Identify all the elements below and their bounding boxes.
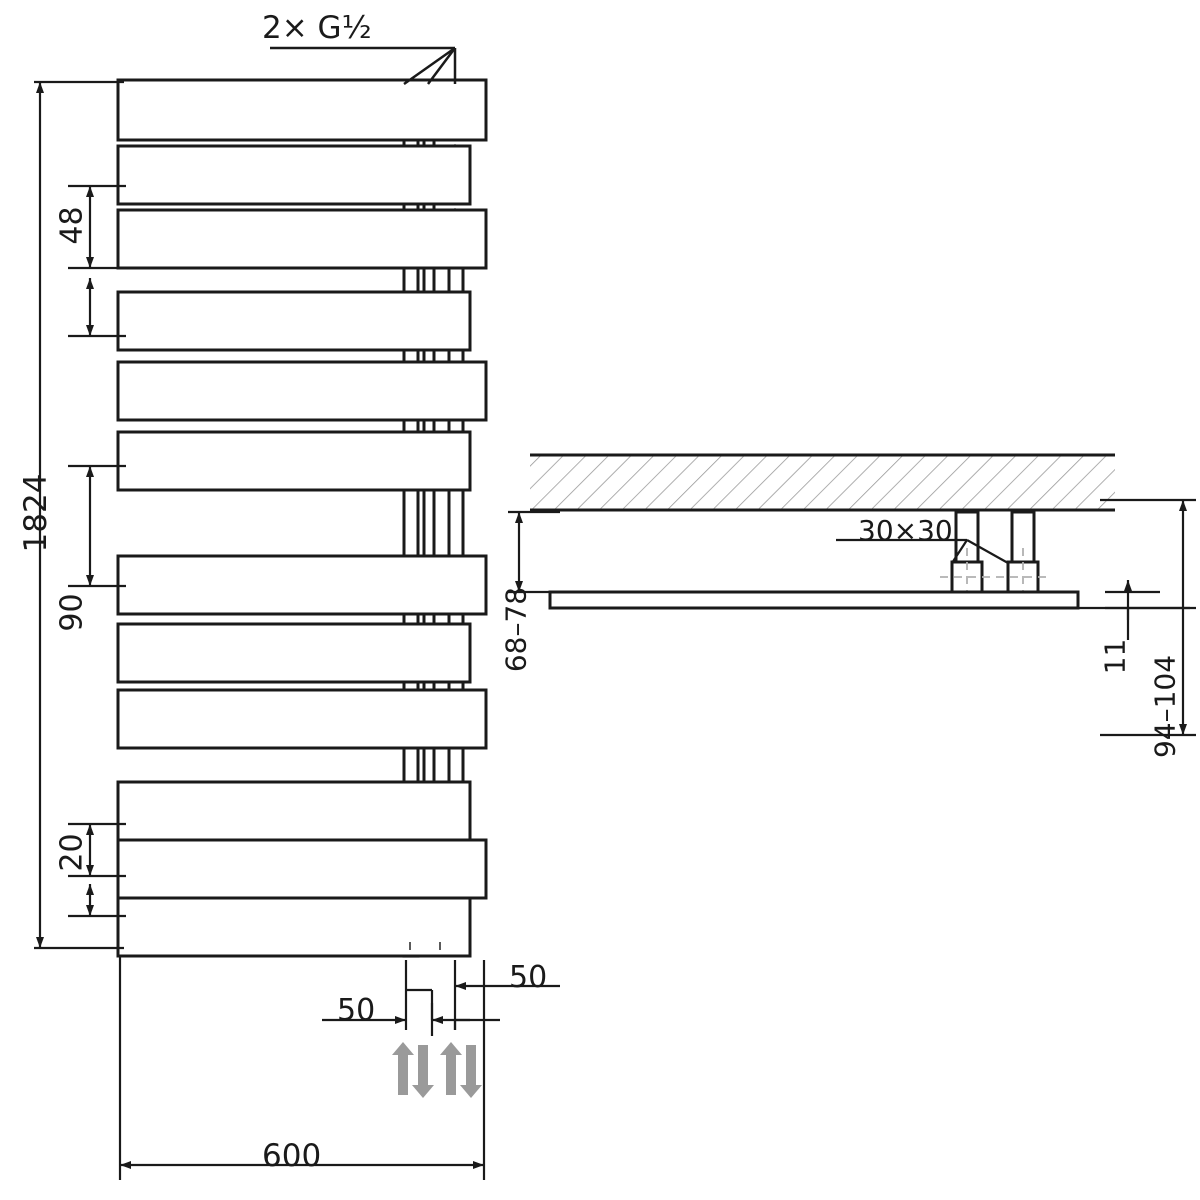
radiator-side-profile (548, 590, 1080, 610)
label-offset-right-50: 50 (509, 960, 548, 995)
bottom-hidden-ticks (409, 942, 441, 950)
front-view-group (116, 78, 488, 958)
side-view-group (508, 453, 1196, 737)
label-spacing-20: 20 (54, 833, 90, 872)
label-total-width: 600 (262, 1138, 322, 1174)
dim-total-width (118, 955, 486, 1180)
flow-arrows (392, 1042, 482, 1098)
leader-30x30 (836, 538, 1009, 564)
dim-90 (68, 464, 126, 588)
label-connection-note: 2× G½ (262, 10, 372, 46)
dim-68-78 (508, 510, 560, 594)
radiator-manifolds (402, 138, 465, 958)
wall-hatch (530, 455, 1115, 510)
wall-brackets (950, 510, 1040, 594)
label-offset-left-50: 50 (337, 993, 376, 1028)
label-total-depth: 94–104 (1148, 654, 1182, 759)
label-spacing-48: 48 (54, 206, 90, 245)
dim-offsets-50-arrows (430, 1003, 470, 1036)
dim-48 (68, 184, 126, 338)
radiator-bars (116, 78, 488, 958)
label-spacing-90: 90 (54, 593, 90, 632)
dim-total-height (34, 80, 124, 950)
connection-leader (270, 46, 457, 86)
dim-20 (68, 822, 126, 918)
label-bracket-profile: 30×30 (858, 514, 953, 547)
dim-94-104 (1100, 498, 1196, 737)
label-panel-thickness: 11 (1098, 638, 1132, 675)
label-wall-gap: 68–78 (499, 586, 533, 673)
label-total-height: 1824 (18, 473, 54, 553)
